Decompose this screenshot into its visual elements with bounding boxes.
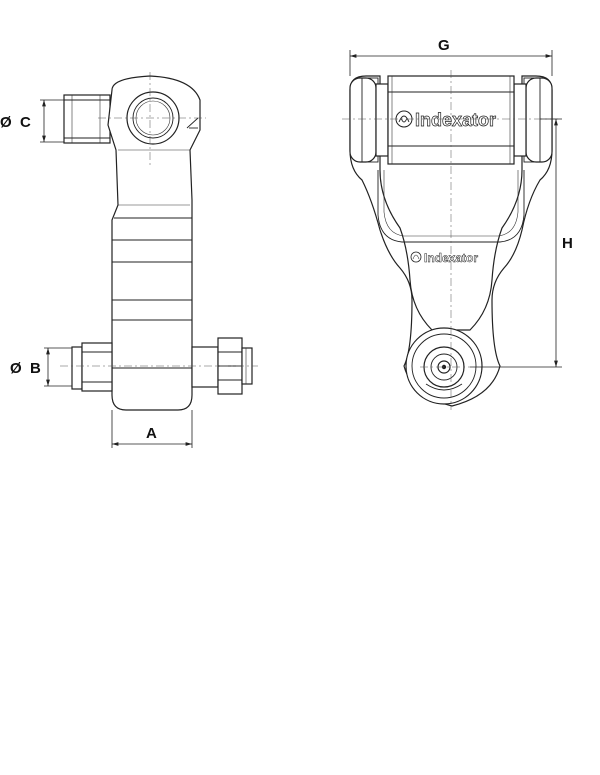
- side-body: [107, 75, 201, 411]
- side-view: [60, 72, 258, 411]
- dimension-b: Ø B: [10, 347, 72, 387]
- dimension-a: A: [111, 410, 193, 448]
- dimension-h: H: [470, 118, 573, 368]
- dimension-h-label: H: [562, 235, 573, 252]
- dimension-c-diameter-symbol: Ø: [0, 114, 12, 131]
- dimension-c: Ø C: [0, 99, 64, 143]
- dimension-c-label: C: [20, 114, 31, 131]
- brand-logo-top: Indexator: [395, 110, 496, 130]
- front-view: Indexator Indexator: [342, 70, 560, 410]
- dimension-b-label: B: [30, 360, 41, 377]
- dimension-a-label: A: [146, 425, 157, 442]
- brand-logo-bottom: Indexator: [410, 251, 479, 265]
- bottom-eye: [405, 327, 483, 405]
- top-pin-stub: [63, 94, 111, 144]
- dimension-g-label: G: [438, 37, 450, 54]
- dimension-g: G: [349, 37, 553, 76]
- brand-name-top: Indexator: [415, 110, 496, 130]
- dimension-b-diameter-symbol: Ø: [10, 360, 22, 377]
